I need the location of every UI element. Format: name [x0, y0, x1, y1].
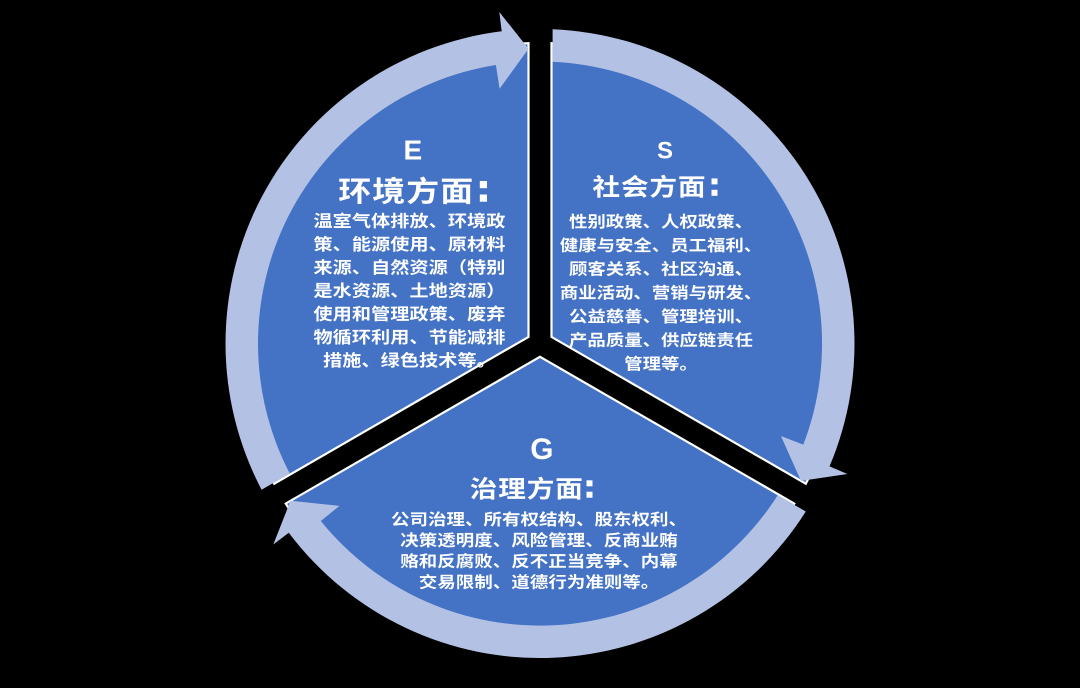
svg-text:G: G — [530, 433, 553, 466]
svg-text:S: S — [657, 137, 673, 164]
svg-text:E: E — [404, 135, 423, 166]
